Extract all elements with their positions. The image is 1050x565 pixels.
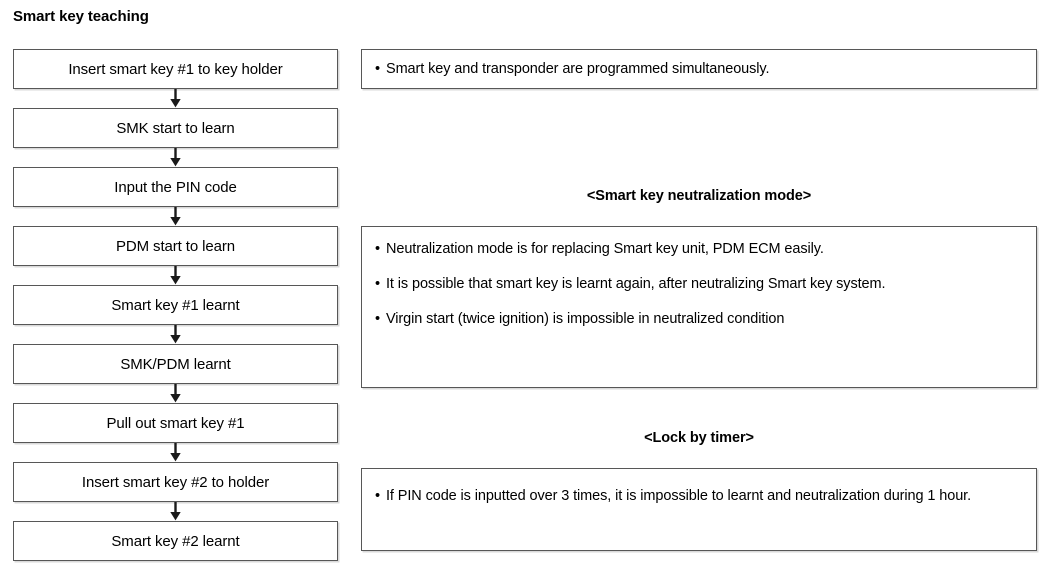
flow-step-label: Insert smart key #2 to holder: [81, 473, 270, 491]
note-bullet-text: Neutralization mode is for replacing Sma…: [386, 241, 824, 257]
flow-step: Pull out smart key #1: [13, 403, 338, 443]
bullet-icon: •: [375, 276, 380, 292]
page-title: Smart key teaching: [13, 8, 149, 25]
note-bullet: • If PIN code is inputted over 3 times, i…: [375, 487, 1006, 506]
flow-step-label: SMK start to learn: [116, 119, 235, 137]
heading-lock-by-timer: <Lock by timer>: [644, 430, 754, 446]
flow-step-label: Smart key #2 learnt: [111, 532, 240, 550]
note-bullet-text: If PIN code is inputted over 3 times, it…: [386, 488, 972, 504]
arrow-down-icon: [13, 207, 338, 226]
note-box-programming: • Smart key and transponder are programme…: [361, 49, 1037, 89]
arrow-down-icon: [13, 325, 338, 344]
note-box-neutralization: • Neutralization mode is for replacing Sm…: [361, 226, 1037, 388]
flow-step-label: Pull out smart key #1: [106, 414, 245, 432]
note-box-lock-by-timer-list: • If PIN code is inputted over 3 times, i…: [375, 487, 1006, 506]
bullet-icon: •: [375, 241, 380, 257]
note-bullet: • Smart key and transponder are programme…: [375, 60, 1022, 79]
flow-step-label: Insert smart key #1 to key holder: [68, 60, 283, 78]
note-bullet-text: Virgin start (twice ignition) is impossi…: [386, 311, 785, 327]
flow-step: Insert smart key #2 to holder: [13, 462, 338, 502]
heading-neutralization-mode: <Smart key neutralization mode>: [586, 188, 812, 204]
flow-step-label: PDM start to learn: [115, 237, 236, 255]
note-box-programming-list: • Smart key and transponder are programme…: [375, 60, 1022, 79]
bullet-icon: •: [375, 311, 380, 327]
arrow-down-icon: [13, 502, 338, 521]
arrow-down-icon: [13, 384, 338, 403]
note-bullet: • Virgin start (twice ignition) is imposs…: [375, 310, 1014, 329]
arrow-down-icon: [13, 266, 338, 285]
flow-step: Insert smart key #1 to key holder: [13, 49, 338, 89]
note-box-neutralization-list: • Neutralization mode is for replacing Sm…: [375, 240, 1014, 329]
bullet-icon: •: [375, 488, 380, 504]
arrow-down-icon: [13, 148, 338, 167]
note-box-lock-by-timer: • If PIN code is inputted over 3 times, i…: [361, 468, 1037, 551]
flow-step: Smart key #2 learnt: [13, 521, 338, 561]
flow-step: SMK/PDM learnt: [13, 344, 338, 384]
flow-step: Smart key #1 learnt: [13, 285, 338, 325]
note-bullet-text: Smart key and transponder are programmed…: [386, 61, 770, 77]
bullet-icon: •: [375, 61, 380, 77]
flow-step-label: Input the PIN code: [114, 178, 237, 196]
flow-step-label: Smart key #1 learnt: [111, 296, 240, 314]
note-bullet: • Neutralization mode is for replacing Sm…: [375, 240, 1014, 259]
flow-step: PDM start to learn: [13, 226, 338, 266]
arrow-down-icon: [13, 443, 338, 462]
flow-step: Input the PIN code: [13, 167, 338, 207]
note-bullet: • It is possible that smart key is learnt…: [375, 275, 1014, 294]
arrow-down-icon: [13, 89, 338, 108]
flow-step: SMK start to learn: [13, 108, 338, 148]
flow-step-label: SMK/PDM learnt: [120, 355, 231, 373]
note-bullet-text: It is possible that smart key is learnt …: [386, 276, 886, 292]
